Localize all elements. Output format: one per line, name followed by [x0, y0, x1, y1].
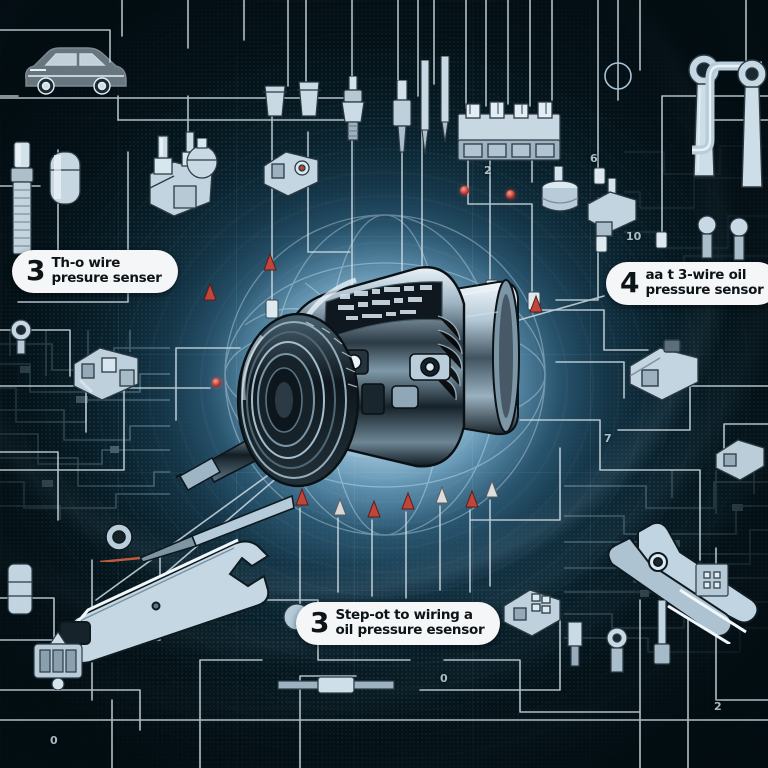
connector-block-part: [503, 589, 561, 637]
bulb-float-sensor-part: [263, 85, 287, 117]
probe-screwdriver-tool: [99, 494, 295, 562]
indicator-dot: [212, 378, 221, 387]
threaded-oil-pressure-sensor-part: [10, 141, 34, 255]
ring-terminal-part: [606, 627, 628, 673]
marker-0-bottomleft: 0: [50, 734, 58, 747]
marker-2-bottom: 2: [714, 700, 722, 713]
callout-left-text: Th-o wire presure senser: [51, 255, 162, 287]
cylindrical-sensor-canister-part: [541, 166, 579, 212]
relay-module-part: [73, 347, 139, 401]
marker-0-bottom: 0: [440, 672, 448, 685]
connector-block-part: [715, 439, 765, 481]
callout-bottom[interactable]: 3 Step-ot to wiring a oil pressure esens…: [296, 602, 501, 646]
callout-bottom-line2: oil pressure esensor: [335, 622, 485, 639]
callout-left-line1: Th-o wire: [51, 255, 121, 271]
ring-terminal-icon: [604, 62, 632, 90]
spade-terminal-part: [567, 621, 583, 667]
central-motor-sensor-assembly: [176, 266, 520, 491]
sensor-canister-part: [7, 563, 33, 615]
callout-bottom-line1: Step-ot to wiring a: [335, 607, 473, 623]
fuse-holder-part: [33, 630, 83, 690]
probe-pin-part: [440, 56, 450, 143]
rectangular-pressure-switch-part: [629, 339, 699, 401]
car-illustration: [24, 47, 127, 95]
callout-left-number: 3: [26, 254, 46, 288]
probe-pin-part: [653, 600, 671, 665]
callout-bottom-number: 3: [310, 606, 330, 640]
probe-pin-part: [420, 60, 430, 155]
callout-right-line2: pressure sensor: [645, 282, 764, 299]
fuse-module-part: [695, 563, 729, 597]
connector-block-4-way-part: [149, 131, 213, 217]
callout-right-number: 4: [620, 266, 640, 300]
indicator-dot: [460, 186, 469, 195]
callout-bottom-text: Step-ot to wiring a oil pressure esensor: [335, 607, 485, 639]
callout-left-line2: presure senser: [51, 270, 162, 287]
threaded-oil-pressure-sensor-part: [341, 76, 365, 141]
rectangular-pressure-switch-part: [587, 178, 637, 237]
inline-splice-connector-part: [277, 676, 395, 694]
callout-left[interactable]: 3 Th-o wire presure senser: [12, 250, 178, 294]
bulb-float-sensor-part: [297, 81, 321, 117]
marker-7-right: 7: [604, 432, 612, 445]
marker-10-right: 10: [626, 230, 642, 243]
socket-tool: [105, 523, 133, 551]
marker-6-top: 6: [590, 152, 598, 165]
inline-splice-connector-part: [392, 80, 412, 153]
bulb-float-sensor-part: [186, 138, 218, 179]
cylindrical-sensor-canister-part: [49, 151, 81, 205]
ring-terminal-part: [697, 215, 717, 259]
ratchet-wrench-tool: [737, 59, 767, 188]
fuse-box-assembly-part: [457, 101, 561, 161]
ring-terminal-part: [729, 217, 749, 261]
ring-terminal-part: [10, 319, 32, 355]
hex-key-tool: [692, 61, 762, 155]
callout-right-text: aa t 3-wire oil pressure sensor: [645, 267, 764, 299]
marker-2-top: 2: [484, 164, 492, 177]
callout-right[interactable]: 4 aa t 3-wire oil pressure sensor: [606, 262, 768, 306]
rectangular-pressure-switch-part: [263, 151, 319, 196]
indicator-dot: [506, 190, 515, 199]
callout-right-line1: aa t 3-wire oil: [645, 267, 747, 283]
